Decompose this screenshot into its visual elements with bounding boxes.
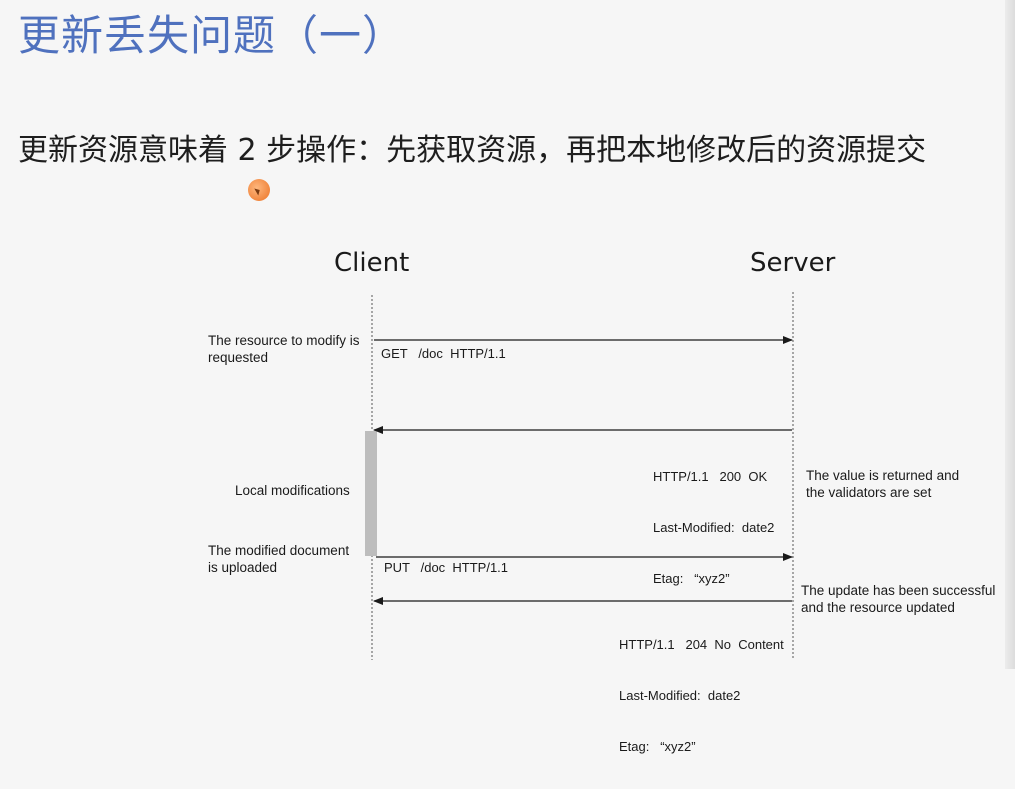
response-line: HTTP/1.1 204 No Content bbox=[619, 637, 784, 652]
validators-note: The value is returned and the validators… bbox=[806, 467, 959, 501]
server-label: Server bbox=[750, 248, 836, 278]
request-note: The resource to modify is requested bbox=[208, 332, 360, 366]
success-note: The update has been successful and the r… bbox=[801, 582, 995, 616]
response-line: Last-Modified: date2 bbox=[619, 688, 741, 703]
diagram-lines bbox=[365, 292, 794, 660]
local-modifications-activation-bar bbox=[365, 431, 377, 556]
slide-subtitle: 更新资源意味着 2 步操作：先获取资源，再把本地修改后的资源提交 bbox=[18, 133, 927, 168]
upload-note-line: The modified document bbox=[208, 543, 350, 558]
response-line: HTTP/1.1 200 OK bbox=[653, 469, 768, 484]
pointer-highlight bbox=[248, 179, 270, 201]
client-label: Client bbox=[334, 248, 410, 278]
validators-note-line: the validators are set bbox=[806, 485, 932, 500]
request-note-line: The resource to modify is bbox=[208, 333, 360, 348]
window-edge bbox=[1005, 0, 1015, 669]
success-note-line: and the resource updated bbox=[801, 600, 955, 615]
validators-note-line: The value is returned and bbox=[806, 468, 960, 483]
response-line: Last-Modified: date2 bbox=[653, 520, 775, 535]
upload-note: The modified document is uploaded bbox=[208, 542, 349, 576]
ok-response-label: HTTP/1.1 200 OK Last-Modified: date2 Eta… bbox=[653, 434, 774, 621]
request-note-line: requested bbox=[208, 350, 269, 365]
response-line: Etag: “xyz2” bbox=[653, 571, 730, 586]
sequence-diagram: Client Server The resource to modify is … bbox=[208, 248, 995, 754]
success-note-line: The update has been successful bbox=[801, 583, 996, 598]
slide-title: 更新丢失问题（一） bbox=[18, 11, 406, 60]
upload-note-line: is uploaded bbox=[208, 560, 278, 575]
get-request-label: GET /doc HTTP/1.1 bbox=[381, 346, 506, 361]
response-line: Etag: “xyz2” bbox=[619, 739, 696, 754]
put-request-label: PUT /doc HTTP/1.1 bbox=[384, 560, 509, 575]
local-modifications-note: Local modifications bbox=[235, 483, 350, 498]
no-content-response-label: HTTP/1.1 204 No Content Last-Modified: d… bbox=[619, 602, 784, 789]
